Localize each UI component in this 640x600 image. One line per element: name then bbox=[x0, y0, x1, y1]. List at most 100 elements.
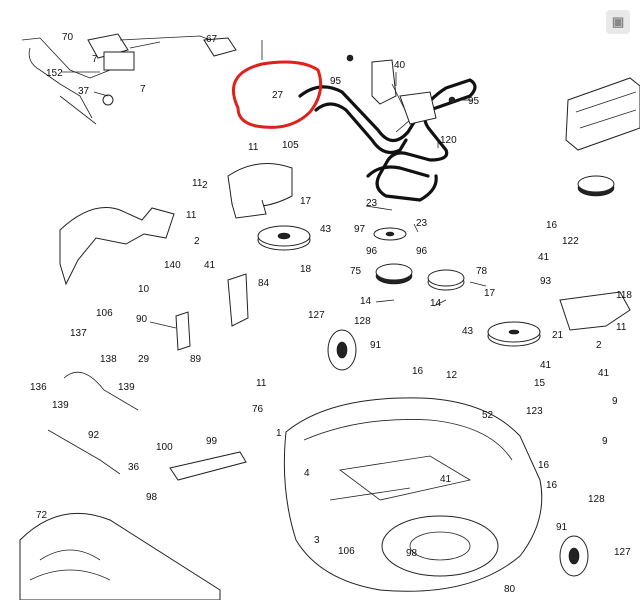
part-label-95: 95 bbox=[330, 76, 342, 87]
part-label-14: 14 bbox=[360, 296, 372, 307]
part-label-9: 9 bbox=[612, 396, 618, 407]
spindle-cover-105 bbox=[227, 163, 293, 219]
part-label-127: 127 bbox=[308, 310, 325, 321]
part-label-23: 23 bbox=[416, 218, 428, 229]
part-label-138: 138 bbox=[100, 354, 117, 365]
mower-deck bbox=[283, 397, 543, 592]
part-label-78: 78 bbox=[476, 266, 488, 277]
part-label-70: 70 bbox=[62, 32, 74, 43]
part-label-84: 84 bbox=[258, 278, 270, 289]
part-label-136: 136 bbox=[30, 382, 47, 393]
part-label-12: 12 bbox=[446, 370, 458, 381]
pulley-43-right bbox=[487, 321, 541, 347]
grass-chute-72 bbox=[19, 512, 221, 600]
pulley-78 bbox=[427, 269, 465, 291]
pulley-43-left bbox=[257, 225, 311, 251]
part-label-91: 91 bbox=[556, 522, 568, 533]
part-label-92: 92 bbox=[88, 430, 100, 441]
part-label-2: 2 bbox=[596, 340, 602, 351]
part-label-21: 21 bbox=[552, 330, 564, 341]
part-label-120: 120 bbox=[440, 135, 457, 146]
part-label-99: 99 bbox=[206, 436, 218, 447]
part-label-40: 40 bbox=[394, 60, 406, 71]
part-label-17: 17 bbox=[300, 196, 312, 207]
cable-bracket-assembly bbox=[21, 33, 237, 125]
part-label-11: 11 bbox=[248, 142, 259, 153]
wheel-128-right bbox=[559, 535, 589, 577]
part-label-3: 3 bbox=[314, 535, 320, 546]
part-label-90: 90 bbox=[136, 314, 148, 325]
part-label-118: 118 bbox=[616, 290, 632, 301]
pulley-75-center bbox=[375, 263, 413, 285]
part-label-75: 75 bbox=[350, 266, 362, 277]
part-label-23: 23 bbox=[366, 198, 378, 209]
part-label-10: 10 bbox=[138, 284, 150, 295]
part-label-100: 100 bbox=[156, 442, 173, 453]
wheel-128-center bbox=[327, 329, 357, 371]
part-label-29: 29 bbox=[138, 354, 150, 365]
bracket-89 bbox=[149, 311, 191, 351]
part-label-128: 128 bbox=[354, 316, 371, 327]
part-label-67: 67 bbox=[206, 34, 218, 45]
leader-lines bbox=[62, 40, 487, 307]
part-label-122: 122 bbox=[562, 236, 579, 247]
part-label-139: 139 bbox=[52, 400, 69, 411]
part-label-80: 80 bbox=[504, 584, 516, 595]
part-label-106: 106 bbox=[338, 546, 355, 557]
part-label-17: 17 bbox=[484, 288, 496, 299]
pulley-75-right bbox=[577, 175, 615, 197]
part-label-16: 16 bbox=[412, 366, 424, 377]
part-label-41: 41 bbox=[204, 260, 216, 271]
part-label-16: 16 bbox=[546, 220, 558, 231]
part-label-2: 2 bbox=[194, 236, 200, 247]
part-label-43: 43 bbox=[320, 224, 332, 235]
part-label-27: 27 bbox=[272, 90, 284, 101]
part-label-152: 152 bbox=[46, 68, 63, 79]
part-label-140: 140 bbox=[164, 260, 181, 271]
part-label-9: 9 bbox=[602, 436, 608, 447]
part-label-105: 105 bbox=[282, 140, 299, 151]
bracket-84 bbox=[227, 273, 249, 327]
bracket-99 bbox=[169, 451, 247, 481]
part-label-137: 137 bbox=[70, 328, 87, 339]
brand-logo-icon: ▣ bbox=[606, 10, 630, 34]
rod-138 bbox=[63, 371, 139, 411]
idler-bracket bbox=[346, 54, 456, 133]
part-label-96: 96 bbox=[416, 246, 428, 257]
part-label-41: 41 bbox=[440, 474, 452, 485]
pulley-97 bbox=[373, 227, 407, 241]
part-label-43: 43 bbox=[462, 326, 474, 337]
part-label-37: 37 bbox=[78, 86, 90, 97]
part-label-15: 15 bbox=[534, 378, 546, 389]
part-label-41: 41 bbox=[540, 360, 552, 371]
part-label-36: 36 bbox=[128, 462, 140, 473]
part-label-98: 98 bbox=[146, 492, 158, 503]
part-label-123: 123 bbox=[526, 406, 543, 417]
part-label-41: 41 bbox=[538, 252, 550, 263]
part-label-4: 4 bbox=[304, 468, 310, 479]
part-label-89: 89 bbox=[190, 354, 202, 365]
bracket-118 bbox=[559, 291, 631, 331]
part-label-1: 1 bbox=[276, 428, 282, 439]
part-label-95: 95 bbox=[468, 96, 480, 107]
highlight-circle bbox=[232, 60, 323, 129]
part-label-76: 76 bbox=[252, 404, 264, 415]
part-label-11: 11 bbox=[256, 378, 267, 389]
part-label-2: 2 bbox=[202, 180, 208, 191]
part-label-72: 72 bbox=[36, 510, 48, 521]
part-label-91: 91 bbox=[370, 340, 382, 351]
part-label-11: 11 bbox=[192, 178, 203, 189]
part-label-11: 11 bbox=[616, 322, 627, 333]
part-label-127: 127 bbox=[614, 547, 631, 558]
part-label-16: 16 bbox=[546, 480, 558, 491]
part-label-93: 93 bbox=[540, 276, 552, 287]
part-label-139: 139 bbox=[118, 382, 135, 393]
rod-92 bbox=[47, 429, 121, 475]
part-label-7: 7 bbox=[140, 84, 146, 95]
part-label-16: 16 bbox=[538, 460, 550, 471]
part-label-14: 14 bbox=[430, 298, 442, 309]
part-label-11: 11 bbox=[186, 210, 197, 221]
part-label-52: 52 bbox=[482, 410, 494, 421]
